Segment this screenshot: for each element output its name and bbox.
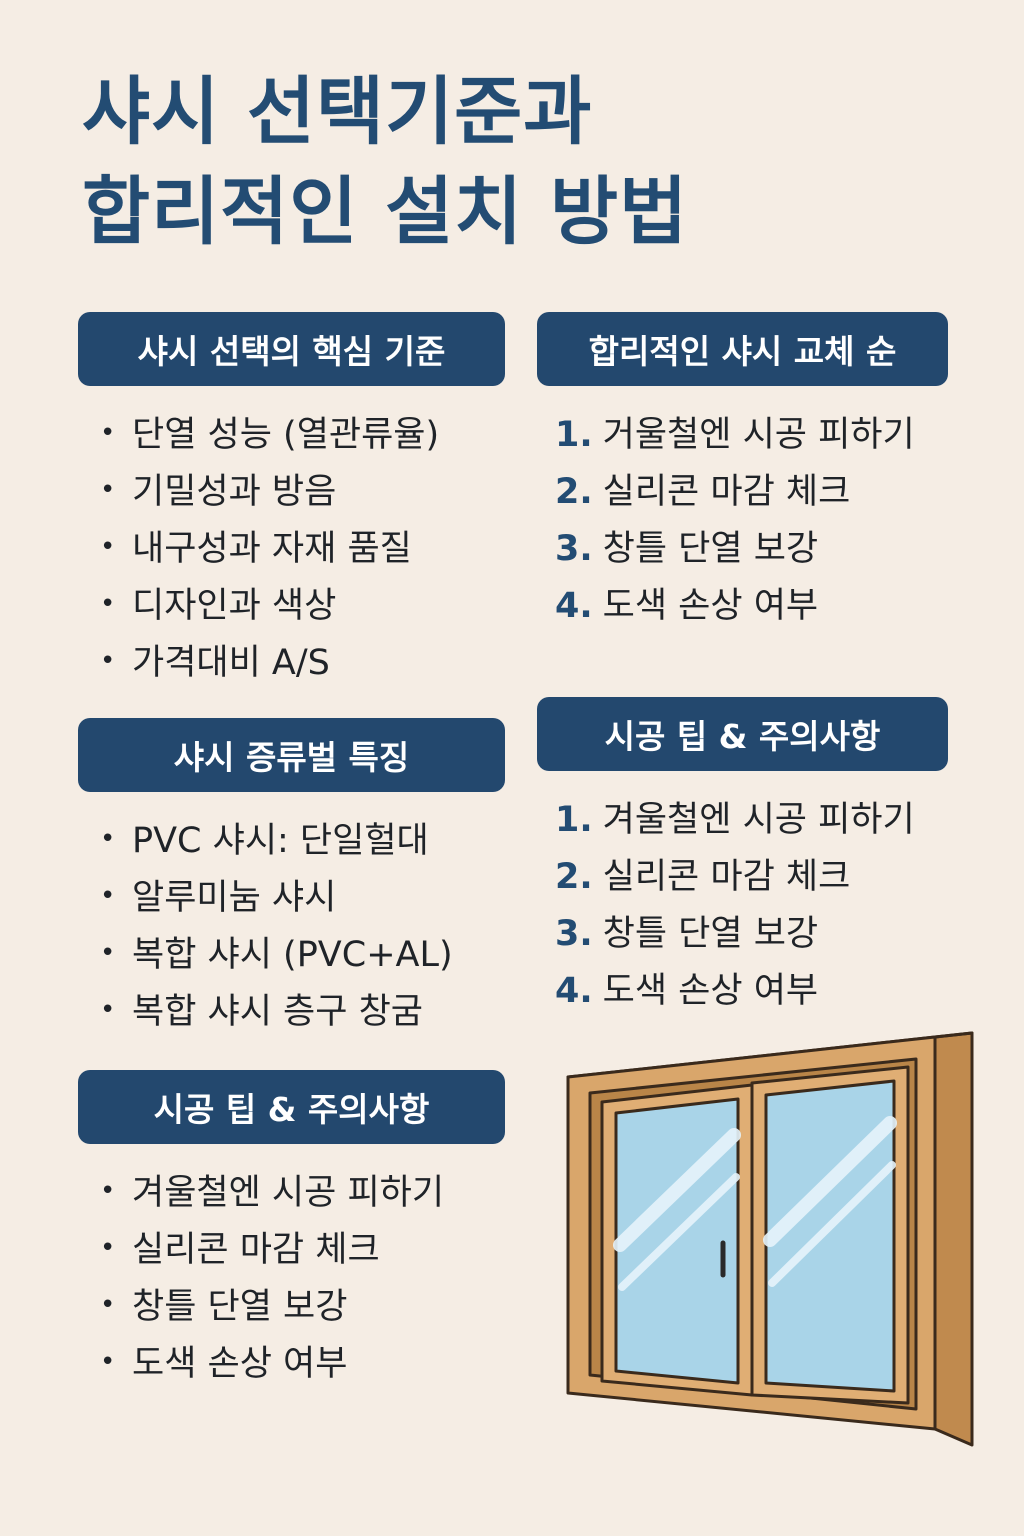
list-item: PVC 샤시: 단일헐대 <box>100 813 505 870</box>
list-item: 3.창틀 단열 보강 <box>555 529 819 569</box>
list-item: 1.거울철엔 시공 피하기 <box>555 415 915 455</box>
selection-criteria-list: 단열 성능 (열관류율) 기밀성과 방음 내구성과 자재 품질 디자인과 색상 … <box>78 407 505 692</box>
replacement-order-list: 1.거울철엔 시공 피하기 2.실리콘 마감 체크 3.창틀 단열 보강 4.도… <box>537 407 948 635</box>
list-item: 내구성과 자재 품질 <box>100 521 505 578</box>
sash-types-section: 샤시 증류벌 특징 PVC 샤시: 단일헐대 알루미눔 샤시 복합 샤시 (PV… <box>78 718 505 1041</box>
title-line-2: 합리적인 설치 방법 <box>82 169 689 255</box>
list-item: 가격대비 A/S <box>100 635 505 692</box>
list-item: 디자인과 색상 <box>100 578 505 635</box>
page-title: 샤시 선택기준과 합리적인 설치 방법 <box>82 62 688 262</box>
list-item: 2.실리콘 마감 체크 <box>555 472 851 512</box>
tips-right-heading: 시공 팁 & 주의사항 <box>537 697 948 771</box>
list-item: 3.창틀 단열 보강 <box>555 914 819 954</box>
tips-right-list: 1.겨울철엔 시공 피하기 2.실리콘 마감 체크 3.창틀 단열 보강 4.도… <box>537 792 948 1020</box>
replacement-order-section: 합리적인 샤시 교체 순 1.거울철엔 시공 피하기 2.실리콘 마감 체크 3… <box>537 312 948 635</box>
list-item: 알루미눔 샤시 <box>100 870 505 927</box>
list-item: 복합 샤시 층구 창굼 <box>100 984 505 1041</box>
list-item: 2.실리콘 마감 체크 <box>555 857 851 897</box>
list-item: 창틀 단열 보강 <box>100 1279 505 1336</box>
selection-criteria-section: 샤시 선택의 핵심 기준 단열 성능 (열관류율) 기밀성과 방음 내구성과 자… <box>78 312 505 692</box>
list-item: 복합 샤시 (PVC+AL) <box>100 927 505 984</box>
tips-left-heading: 시공 팁 & 주의사항 <box>78 1070 505 1144</box>
tips-left-list: 겨울철엔 시공 피하기 실리콘 마감 체크 창틀 단열 보강 도색 손상 여부 <box>78 1165 505 1393</box>
sliding-window-icon <box>566 1031 974 1447</box>
list-item: 실리콘 마감 체크 <box>100 1222 505 1279</box>
list-item: 기밀성과 방음 <box>100 464 505 521</box>
list-item: 단열 성능 (열관류율) <box>100 407 505 464</box>
list-item: 도색 손상 여부 <box>100 1336 505 1393</box>
list-item: 4.도색 손상 여부 <box>555 971 819 1011</box>
selection-criteria-heading: 샤시 선택의 핵심 기준 <box>78 312 505 386</box>
replacement-order-heading: 합리적인 샤시 교체 순 <box>537 312 948 386</box>
tips-right-section: 시공 팁 & 주의사항 1.겨울철엔 시공 피하기 2.실리콘 마감 체크 3.… <box>537 697 948 1020</box>
sash-types-heading: 샤시 증류벌 특징 <box>78 718 505 792</box>
title-line-1: 샤시 선택기준과 <box>82 69 593 155</box>
list-item: 4.도색 손상 여부 <box>555 586 819 626</box>
tips-left-section: 시공 팁 & 주의사항 겨울철엔 시공 피하기 실리콘 마감 체크 창틀 단열 … <box>78 1070 505 1393</box>
list-item: 겨울철엔 시공 피하기 <box>100 1165 505 1222</box>
list-item: 1.겨울철엔 시공 피하기 <box>555 800 915 840</box>
sash-types-list: PVC 샤시: 단일헐대 알루미눔 샤시 복합 샤시 (PVC+AL) 복합 샤… <box>78 813 505 1041</box>
